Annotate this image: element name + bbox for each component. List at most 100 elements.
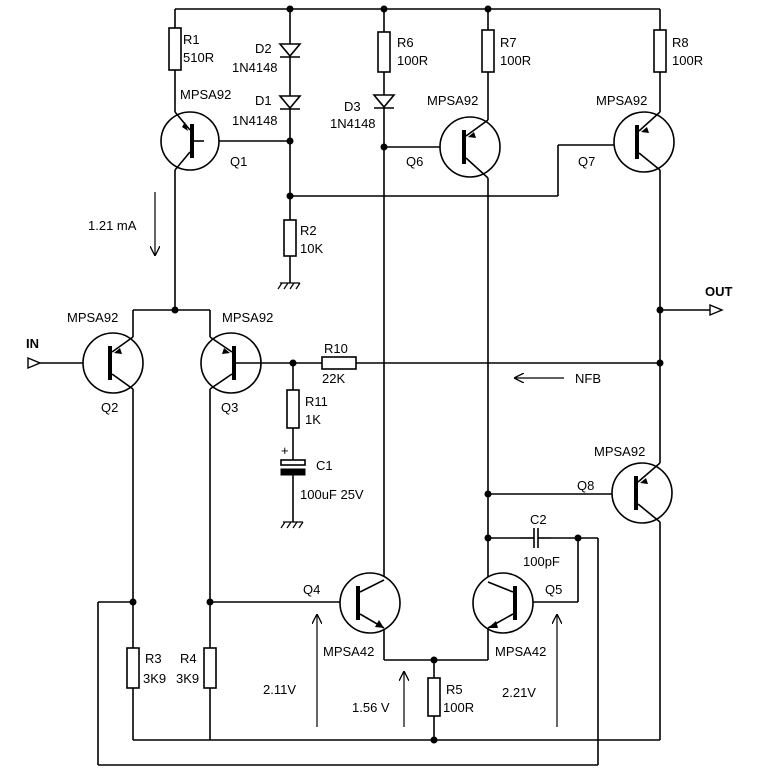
resistor-r8: R8 100R (653, 29, 703, 73)
output-label: OUT (705, 284, 733, 299)
output-port: OUT (705, 284, 733, 317)
resistor-r2: R2 10K (283, 219, 323, 257)
r6-value: 100R (397, 53, 428, 68)
voltage-arrow-r5: 1.56 V (352, 672, 404, 727)
q7-type: MPSA92 (596, 93, 647, 108)
r11-ref: R11 (305, 394, 328, 409)
voltage-label-q4: 2.11V (263, 682, 296, 697)
q5-ref: Q5 (545, 582, 562, 597)
r5-value: 100R (443, 700, 474, 715)
r8-ref: R8 (672, 35, 689, 50)
voltage-arrow-q4: 2.11V (263, 615, 317, 727)
r1-ref: R1 (183, 32, 200, 47)
junction-dot (484, 5, 492, 13)
input-label: IN (26, 336, 39, 351)
diode-d3: D3 1N4148 (330, 94, 396, 131)
q8-type: MPSA92 (594, 444, 645, 459)
resistor-r6: R6 100R (377, 31, 428, 73)
wires (40, 8, 712, 766)
voltage-label-r5: 1.56 V (352, 700, 390, 715)
q5-type: MPSA42 (495, 644, 546, 659)
capacitor-c1: + C1 100uF 25V (280, 443, 364, 502)
junction-dot (430, 656, 438, 664)
junction-dot (574, 534, 582, 542)
junction-dot (206, 598, 214, 606)
c2-ref: C2 (530, 512, 547, 527)
r4-value: 3K9 (176, 671, 199, 686)
resistor-r11: R11 1K (286, 389, 328, 429)
input-port: IN (26, 336, 42, 370)
transistor-q3: MPSA92 Q3 (200, 310, 273, 415)
transistor-q4: Q4 MPSA42 (303, 572, 401, 659)
c2-value: 100pF (523, 554, 560, 569)
r3-value: 3K9 (143, 671, 166, 686)
resistor-r10: R10 22K (321, 341, 357, 386)
r7-value: 100R (500, 53, 531, 68)
junction-dot (129, 598, 137, 606)
r11-value: 1K (305, 412, 321, 427)
q4-ref: Q4 (303, 582, 320, 597)
c1-ref: C1 (316, 458, 333, 473)
junction-dot (430, 736, 438, 744)
r2-ref: R2 (300, 223, 317, 238)
d3-ref: D3 (344, 99, 361, 114)
transistor-q6: MPSA92 Q6 (406, 93, 501, 179)
d1-ref: D1 (255, 93, 272, 108)
junction-dot (286, 5, 294, 13)
r7-ref: R7 (500, 35, 517, 50)
q6-type: MPSA92 (427, 93, 478, 108)
ground-symbol (277, 282, 301, 290)
r10-ref: R10 (324, 341, 348, 356)
d2-value: 1N4148 (232, 60, 278, 75)
q3-ref: Q3 (221, 400, 238, 415)
ground-symbol (280, 521, 304, 529)
junction-dot (286, 137, 294, 145)
transistor-q7: MPSA92 Q7 (578, 93, 675, 173)
junction-dot (380, 143, 388, 151)
q3-type: MPSA92 (222, 310, 273, 325)
c1-value: 100uF 25V (300, 487, 364, 502)
junction-dot (380, 5, 388, 13)
junction-dot (656, 306, 664, 314)
resistor-r3: R3 3K9 (126, 647, 166, 689)
q1-ref: Q1 (230, 154, 247, 169)
transistor-q1: MPSA92 Q1 (160, 87, 247, 171)
junction-dot (656, 359, 664, 367)
r2-value: 10K (300, 241, 323, 256)
voltage-arrow-q5: 2.21V (502, 615, 557, 727)
r6-ref: R6 (397, 35, 414, 50)
transistor-q8: MPSA92 Q8 (577, 444, 673, 524)
resistor-r4: R4 3K9 (176, 647, 217, 689)
d1-value: 1N4148 (232, 113, 278, 128)
transistor-q2: MPSA92 Q2 (67, 310, 144, 415)
current-label: 1.21 mA (88, 218, 137, 233)
junction-dot (171, 306, 179, 314)
junction-dot (484, 534, 492, 542)
resistor-r5: R5 100R (427, 677, 474, 717)
diode-d2: D2 1N4148 (232, 41, 302, 75)
q7-ref: Q7 (578, 154, 595, 169)
resistor-r1: R1 510R (168, 27, 214, 71)
d2-ref: D2 (255, 41, 272, 56)
junction-dot (286, 192, 294, 200)
d3-value: 1N4148 (330, 116, 376, 131)
capacitor-c2: C2 100pF (520, 512, 560, 569)
q4-type: MPSA42 (323, 644, 374, 659)
nfb-arrow: NFB (515, 371, 601, 386)
nfb-label: NFB (575, 371, 601, 386)
junction-dot (484, 490, 492, 498)
r8-value: 100R (672, 53, 703, 68)
q2-ref: Q2 (101, 400, 118, 415)
r1-value: 510R (183, 50, 214, 65)
r10-value: 22K (322, 371, 345, 386)
q8-ref: Q8 (577, 478, 594, 493)
r3-ref: R3 (145, 651, 162, 666)
q2-type: MPSA92 (67, 310, 118, 325)
junctions (129, 5, 664, 744)
transistor-q5: Q5 MPSA42 (472, 572, 562, 659)
q6-ref: Q6 (406, 154, 423, 169)
resistor-r7: R7 100R (481, 29, 531, 73)
diode-d1: D1 1N4148 (232, 93, 302, 128)
